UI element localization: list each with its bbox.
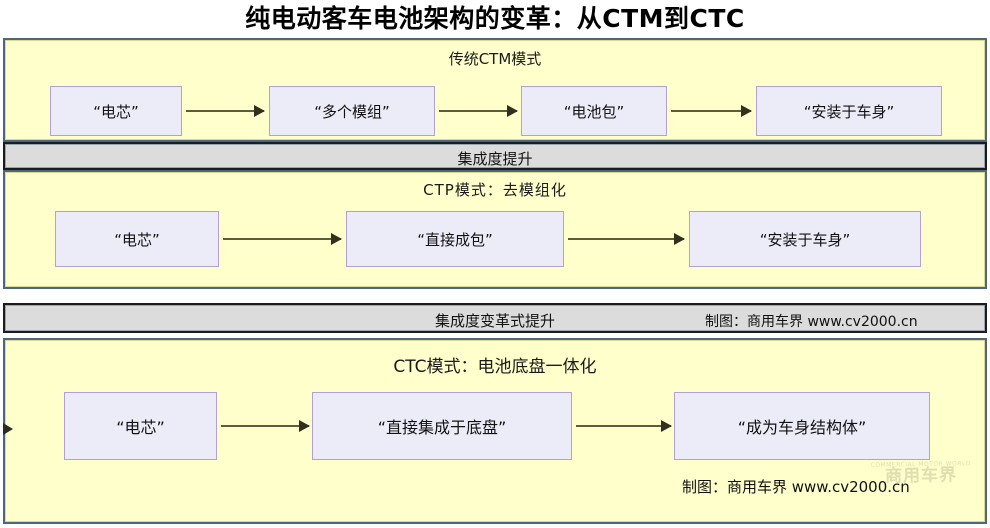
- ctc-box-structure[interactable]: “成为车身结构体”: [674, 392, 930, 460]
- ctc-box-cell[interactable]: “电芯”: [64, 392, 217, 460]
- ctc-entry-arrow-icon: [3, 423, 13, 435]
- divider-integration-improve: 集成度提升: [3, 142, 987, 170]
- ctc-arrow-2: [576, 420, 672, 432]
- ctp-arrow-1: [223, 233, 342, 245]
- ctm-arrow-2: [439, 105, 518, 117]
- ctp-box-pack[interactable]: “直接成包”: [346, 211, 564, 267]
- ctc-arrow-1: [221, 420, 310, 432]
- section-ctc: CTC模式：电池底盘一体化 “电芯” “直接集成于底盘” “成为车身结构体” 制…: [3, 338, 987, 524]
- section-ctp: CTP模式：去模组化 “电芯” “直接成包” “安装于车身”: [3, 170, 987, 289]
- ctm-box-modules[interactable]: “多个模组”: [269, 86, 435, 136]
- divider-integration-transform: 集成度变革式提升 制图：商用车界 www.cv2000.cn: [3, 303, 987, 333]
- section-ctm: 传统CTM模式 “电芯” “多个模组” “电池包” “安装于车身”: [3, 38, 987, 142]
- section-ctm-heading: 传统CTM模式: [448, 50, 542, 68]
- divider-2-credit: 制图：商用车界 www.cv2000.cn: [705, 314, 918, 330]
- ctm-arrow-1: [186, 105, 265, 117]
- ctm-box-cell[interactable]: “电芯”: [50, 86, 182, 136]
- ctp-box-cell[interactable]: “电芯”: [55, 211, 219, 267]
- ctp-box-install[interactable]: “安装于车身”: [689, 211, 921, 267]
- section-ctp-heading: CTP模式：去模组化: [423, 181, 567, 199]
- bottom-credit: 制图：商用车界 www.cv2000.cn: [682, 478, 910, 496]
- ctc-box-chassis[interactable]: “直接集成于底盘”: [312, 392, 572, 460]
- section-ctc-heading: CTC模式：电池底盘一体化: [393, 357, 597, 377]
- divider-2-label: 集成度变革式提升: [434, 312, 555, 330]
- ctp-arrow-2: [568, 233, 685, 245]
- divider-1-label: 集成度提升: [457, 150, 533, 168]
- ctm-box-install[interactable]: “安装于车身”: [756, 86, 942, 136]
- ctm-arrow-3: [671, 105, 752, 117]
- ctm-box-pack[interactable]: “电池包”: [521, 86, 667, 136]
- page-title: 纯电动客车电池架构的变革：从CTM到CTC: [245, 4, 745, 33]
